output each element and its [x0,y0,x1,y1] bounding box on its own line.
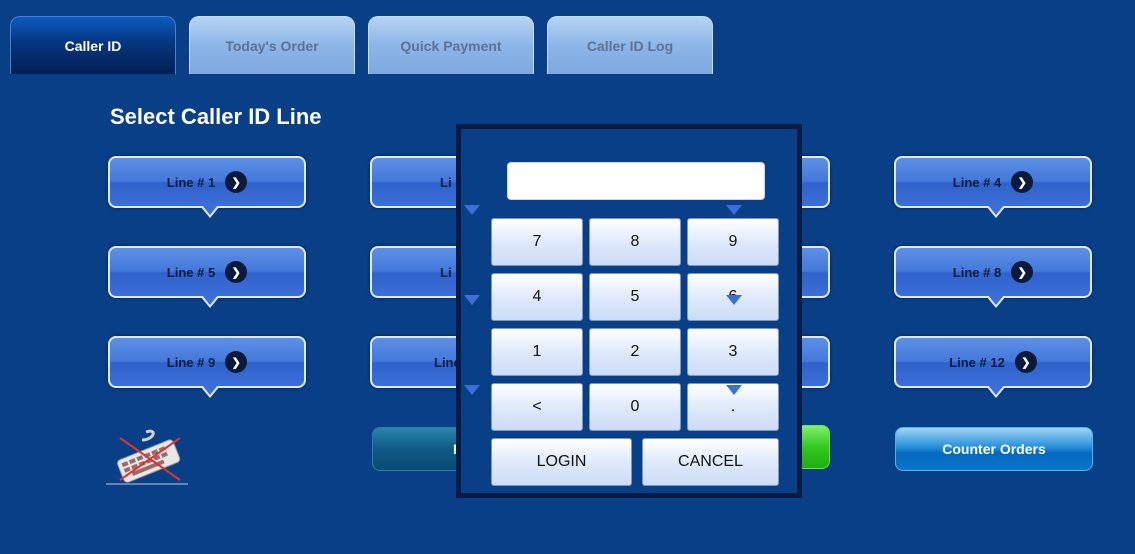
key-2[interactable]: 2 [589,328,681,376]
key-dot[interactable]: . [687,383,779,431]
line-label: Line # 1 [166,174,216,190]
login-keypad-dialog: 7 8 9 4 5 6 1 2 3 < 0 . LOGIN CANCEL [456,124,802,498]
line-label: Line # 4 [952,174,1002,190]
chevron-right-icon: ❯ [225,351,248,373]
line-label: Li [440,174,452,190]
key-backspace[interactable]: < [491,383,583,431]
line-8-button[interactable]: Line # 8 ❯ [894,246,1092,308]
line-label: Line # 12 [949,354,1005,370]
line-label: Li [440,264,452,280]
tab-todays-order[interactable]: Today's Order [189,16,355,74]
keyboard-icon[interactable] [106,428,188,486]
pin-input[interactable] [507,162,765,200]
line-5-button[interactable]: Line # 5 ❯ [108,246,306,308]
line-label: Line [434,354,461,370]
line-4-button[interactable]: Line # 4 ❯ [894,156,1092,218]
key-9[interactable]: 9 [687,218,779,266]
key-8[interactable]: 8 [589,218,681,266]
line-label: Line # 8 [952,264,1002,280]
line-9-button[interactable]: Line # 9 ❯ [108,336,306,398]
chevron-right-icon: ❯ [1014,351,1037,373]
line-label: Line # 9 [166,354,216,370]
line-1-button[interactable]: Line # 1 ❯ [108,156,306,218]
line-label: Line # 5 [166,264,216,280]
login-button[interactable]: LOGIN [491,438,632,486]
chevron-right-icon: ❯ [1011,261,1034,283]
page-title: Select Caller ID Line [110,104,322,129]
key-1[interactable]: 1 [491,328,583,376]
tab-caller-id-log[interactable]: Caller ID Log [547,16,713,74]
line-12-button[interactable]: Line # 12 ❯ [894,336,1092,398]
tab-caller-id[interactable]: Caller ID [10,16,176,74]
key-3[interactable]: 3 [687,328,779,376]
tab-quick-payment[interactable]: Quick Payment [368,16,534,74]
chevron-right-icon: ❯ [1011,171,1034,193]
bottom-action-button[interactable]: L [372,427,468,471]
chevron-right-icon: ❯ [225,171,248,193]
cancel-button[interactable]: CANCEL [642,438,779,486]
key-0[interactable]: 0 [589,383,681,431]
counter-orders-button[interactable]: Counter Orders [895,427,1093,471]
key-5[interactable]: 5 [589,273,681,321]
key-7[interactable]: 7 [491,218,583,266]
key-4[interactable]: 4 [491,273,583,321]
chevron-right-icon: ❯ [225,261,248,283]
